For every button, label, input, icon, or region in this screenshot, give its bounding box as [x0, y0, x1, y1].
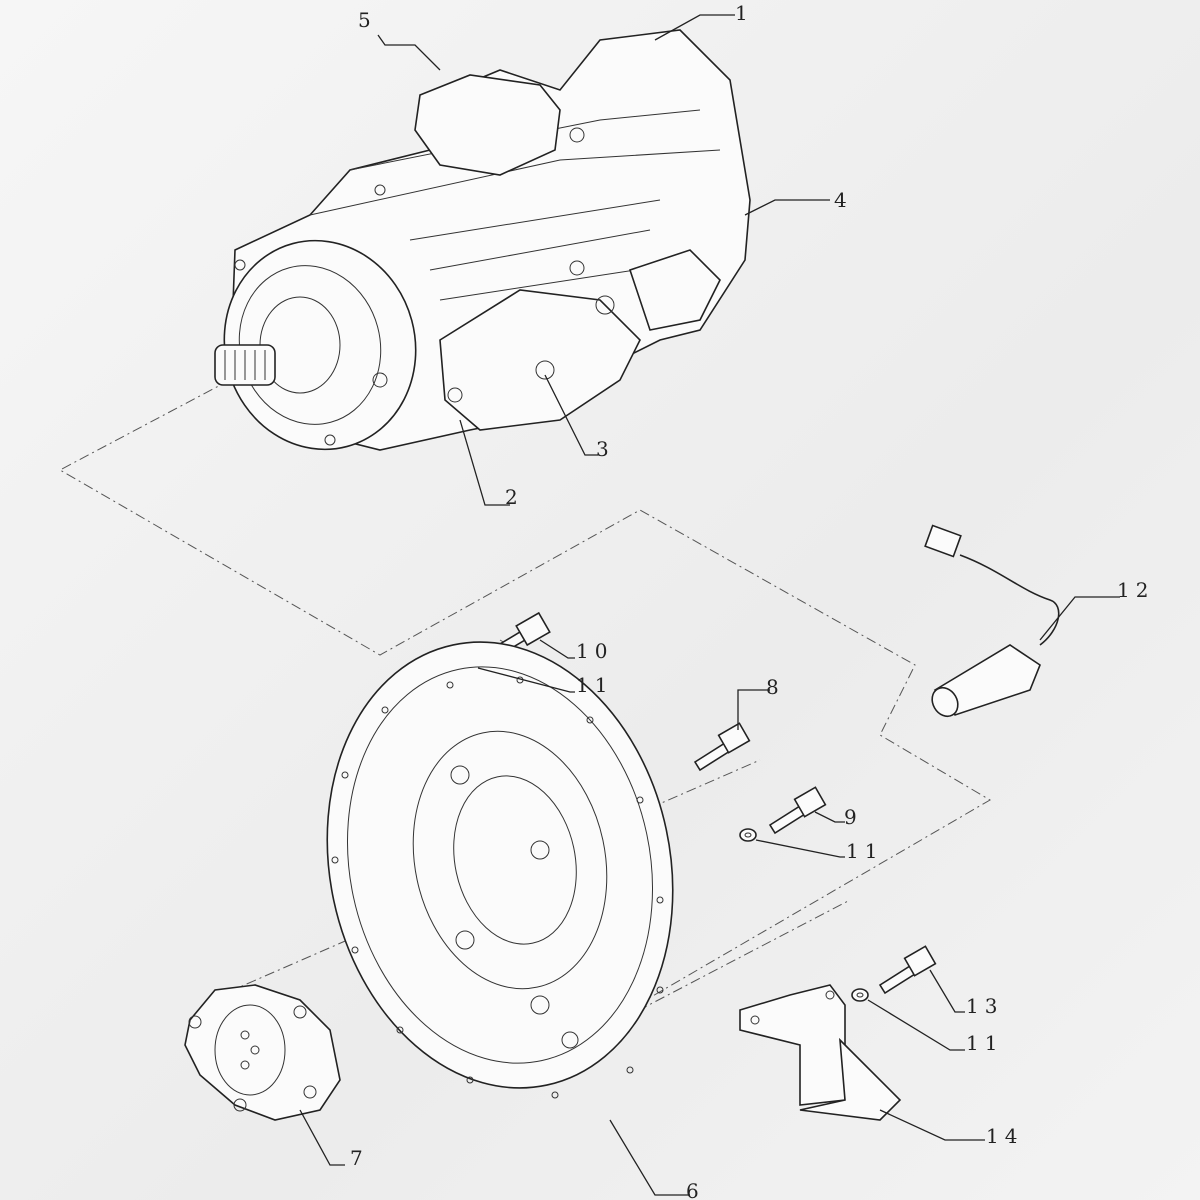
callout-9: 9: [844, 805, 863, 829]
callout-7: 7: [350, 1146, 369, 1170]
callout-labels: 1 5 4 3 2 12 10 11 8 9 11 13 11 14 7 6: [350, 1, 1154, 1200]
callout-3: 3: [596, 437, 615, 461]
regulator-housing: [414, 74, 561, 176]
callout-14: 14: [986, 1124, 1023, 1148]
control-valve-block: [439, 289, 641, 431]
washer-11-b: [739, 828, 757, 842]
bolt-8: [693, 722, 751, 772]
hydraulic-pump: [214, 29, 751, 451]
bolt-9: [768, 786, 827, 835]
bracket: [739, 984, 902, 1121]
callout-5: 5: [358, 8, 377, 32]
callout-8: 8: [766, 675, 785, 699]
callout-11-c: 11: [966, 1031, 1003, 1055]
callout-2: 2: [505, 485, 524, 509]
callout-12: 12: [1117, 578, 1154, 602]
callout-6: 6: [686, 1179, 705, 1200]
bolt-holes: [331, 676, 664, 1099]
flange-plate: [326, 641, 674, 1099]
callout-13: 13: [966, 994, 1003, 1018]
callout-11-a: 11: [576, 673, 613, 697]
callout-11-b: 11: [846, 839, 883, 863]
callout-10: 10: [576, 639, 613, 663]
pressure-sensor: [924, 524, 1060, 718]
callout-1: 1: [735, 1, 754, 25]
callout-4: 4: [834, 188, 853, 212]
coupling: [184, 984, 341, 1121]
washer-11-c: [851, 988, 869, 1002]
bolt-13: [878, 945, 937, 995]
leader-lines: [299, 14, 1120, 1196]
